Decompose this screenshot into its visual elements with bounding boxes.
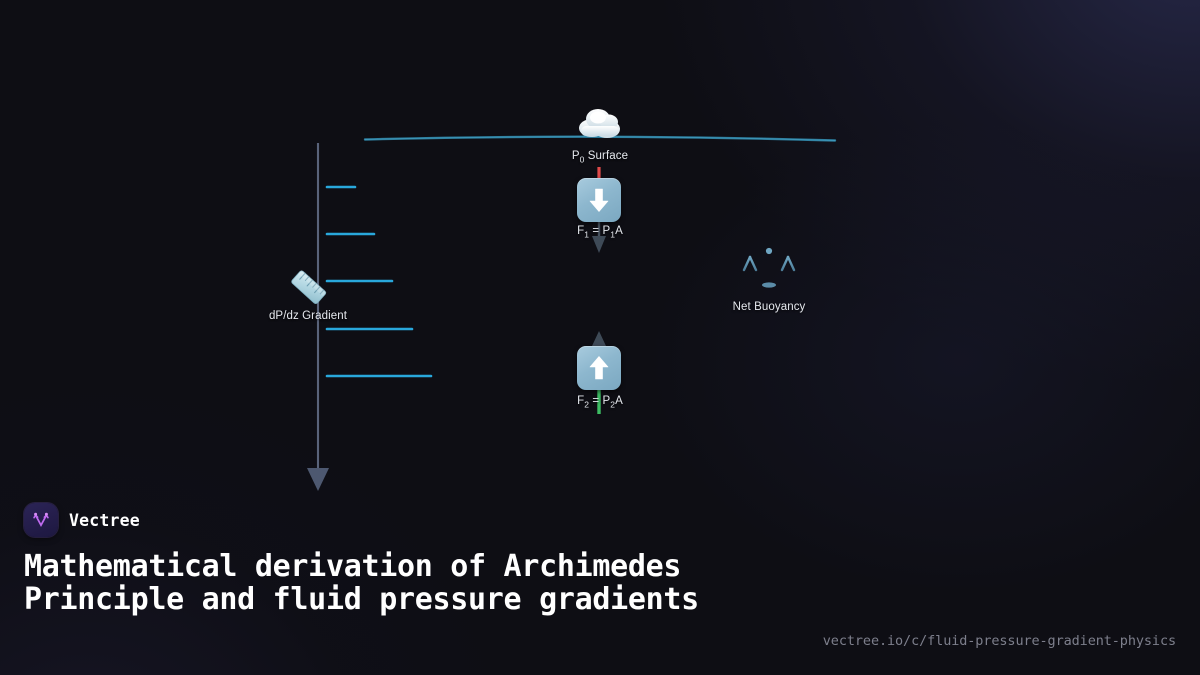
force-2-label-tail2: A: [615, 395, 623, 407]
force-1-box: [577, 178, 621, 222]
force-1-label-tail: = P: [589, 225, 611, 237]
force-1-direction-arrow: [592, 221, 606, 253]
arrow-up-icon: [589, 356, 609, 380]
force-2-box: [577, 346, 621, 390]
force-2-label-tail: = P: [589, 395, 611, 407]
ruler-icon: [282, 262, 334, 319]
force-1-label-f: F: [577, 225, 585, 237]
force-1-label-sub: 1: [584, 229, 590, 240]
pressure-gradient-bars: [325, 185, 433, 378]
water-surface-line: [363, 135, 837, 142]
force-2-label-f: F: [577, 395, 585, 407]
depth-axis-line: [307, 143, 329, 491]
cloud-icon: [576, 105, 624, 144]
card-footer: Vectree Mathematical derivation of Archi…: [0, 495, 1200, 675]
brand-name: Vectree: [69, 510, 140, 530]
brand: Vectree: [24, 503, 140, 537]
source-url: vectree.io/c/fluid-pressure-gradient-phy…: [822, 633, 1176, 649]
force-2-label: F2 = P2A: [577, 395, 623, 409]
force-1-label-tail2: A: [615, 225, 623, 237]
force-2-label-sub: 2: [584, 399, 590, 410]
surface-label-p: P: [571, 150, 580, 162]
surface-label-tail: Surface: [584, 150, 629, 162]
arrow-down-icon: [589, 188, 609, 212]
vectree-tree-logo-icon: [24, 503, 58, 537]
net-buoyancy-label: Net Buoyancy: [732, 301, 806, 313]
balance-scale-icon: [742, 245, 796, 302]
force-1-label-sub2: 1: [610, 229, 616, 240]
force-2-label-sub2: 2: [610, 399, 616, 410]
force-1-label: F1 = P1A: [577, 225, 623, 239]
gradient-marker-label: dP/dz Gradient: [268, 310, 348, 322]
page-title: Mathematical derivation of Archimedes Pr…: [24, 549, 699, 617]
surface-label: P0 Surface: [572, 150, 628, 164]
surface-label-sub: 0: [579, 154, 585, 165]
